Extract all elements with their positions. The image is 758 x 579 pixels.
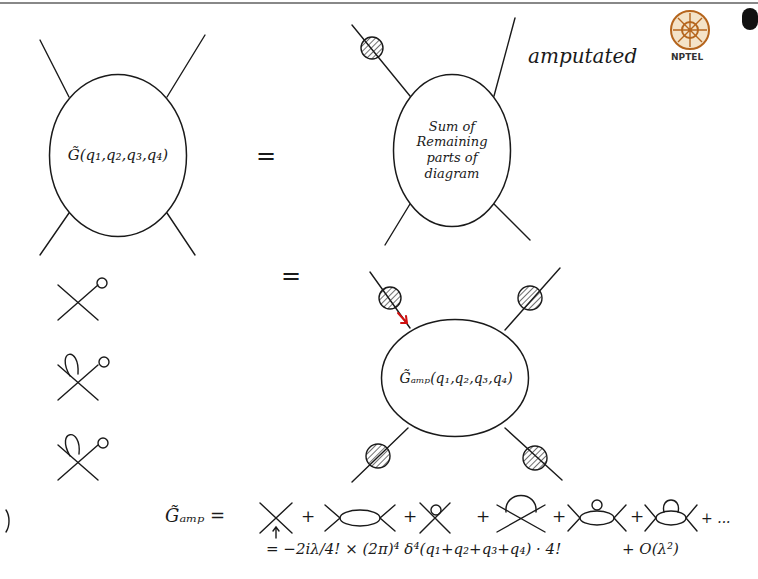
propagator-blob <box>523 446 547 470</box>
note-text: + <box>552 506 566 526</box>
blob-circle: G̃ₐₘₚ(q₁,q₂,q₃,q₄) <box>380 318 530 438</box>
note-text: = −2iλ/4! × (2π)⁴ δ⁴(q₁+q₂+q₃+q₄) · 4! <box>266 540 561 558</box>
note-text: + ... <box>701 510 731 526</box>
red-arrow <box>398 313 407 323</box>
propagator-blob <box>379 287 401 309</box>
note-text: = <box>281 262 301 290</box>
expansion-diagrams <box>260 496 697 539</box>
blob-text: Sum of Remaining parts of diagram <box>408 119 497 181</box>
note-text: = <box>256 142 276 170</box>
leg-lines <box>352 268 562 482</box>
note-text: amputated <box>528 44 637 68</box>
leg-lines <box>352 18 530 245</box>
note-text: + <box>301 506 315 526</box>
corner-mark <box>742 8 758 30</box>
note-text: + <box>630 506 644 526</box>
propagator-blob <box>518 286 542 310</box>
note-text: + <box>403 506 417 526</box>
note-text: + <box>476 506 490 526</box>
note-text: + O(λ²) <box>622 540 679 558</box>
note-text: G̃ₐₘₚ = <box>165 505 225 526</box>
vertex-diagrams <box>58 278 109 480</box>
propagator-blob <box>366 444 390 468</box>
bracket-fragment <box>6 510 9 532</box>
logo <box>671 11 709 49</box>
blob-text: G̃(q₁,q₂,q₃,q₄) <box>66 146 170 164</box>
blob-circle: G̃(q₁,q₂,q₃,q₄) <box>48 73 188 238</box>
leg-lines <box>40 35 205 255</box>
blob-text: G̃ₐₘₚ(q₁,q₂,q₃,q₄) <box>400 370 511 387</box>
logo-text: NPTEL <box>671 52 703 62</box>
top-rule <box>0 2 758 4</box>
blob-circle: Sum of Remaining parts of diagram <box>392 73 512 228</box>
propagator-blob <box>361 37 383 59</box>
